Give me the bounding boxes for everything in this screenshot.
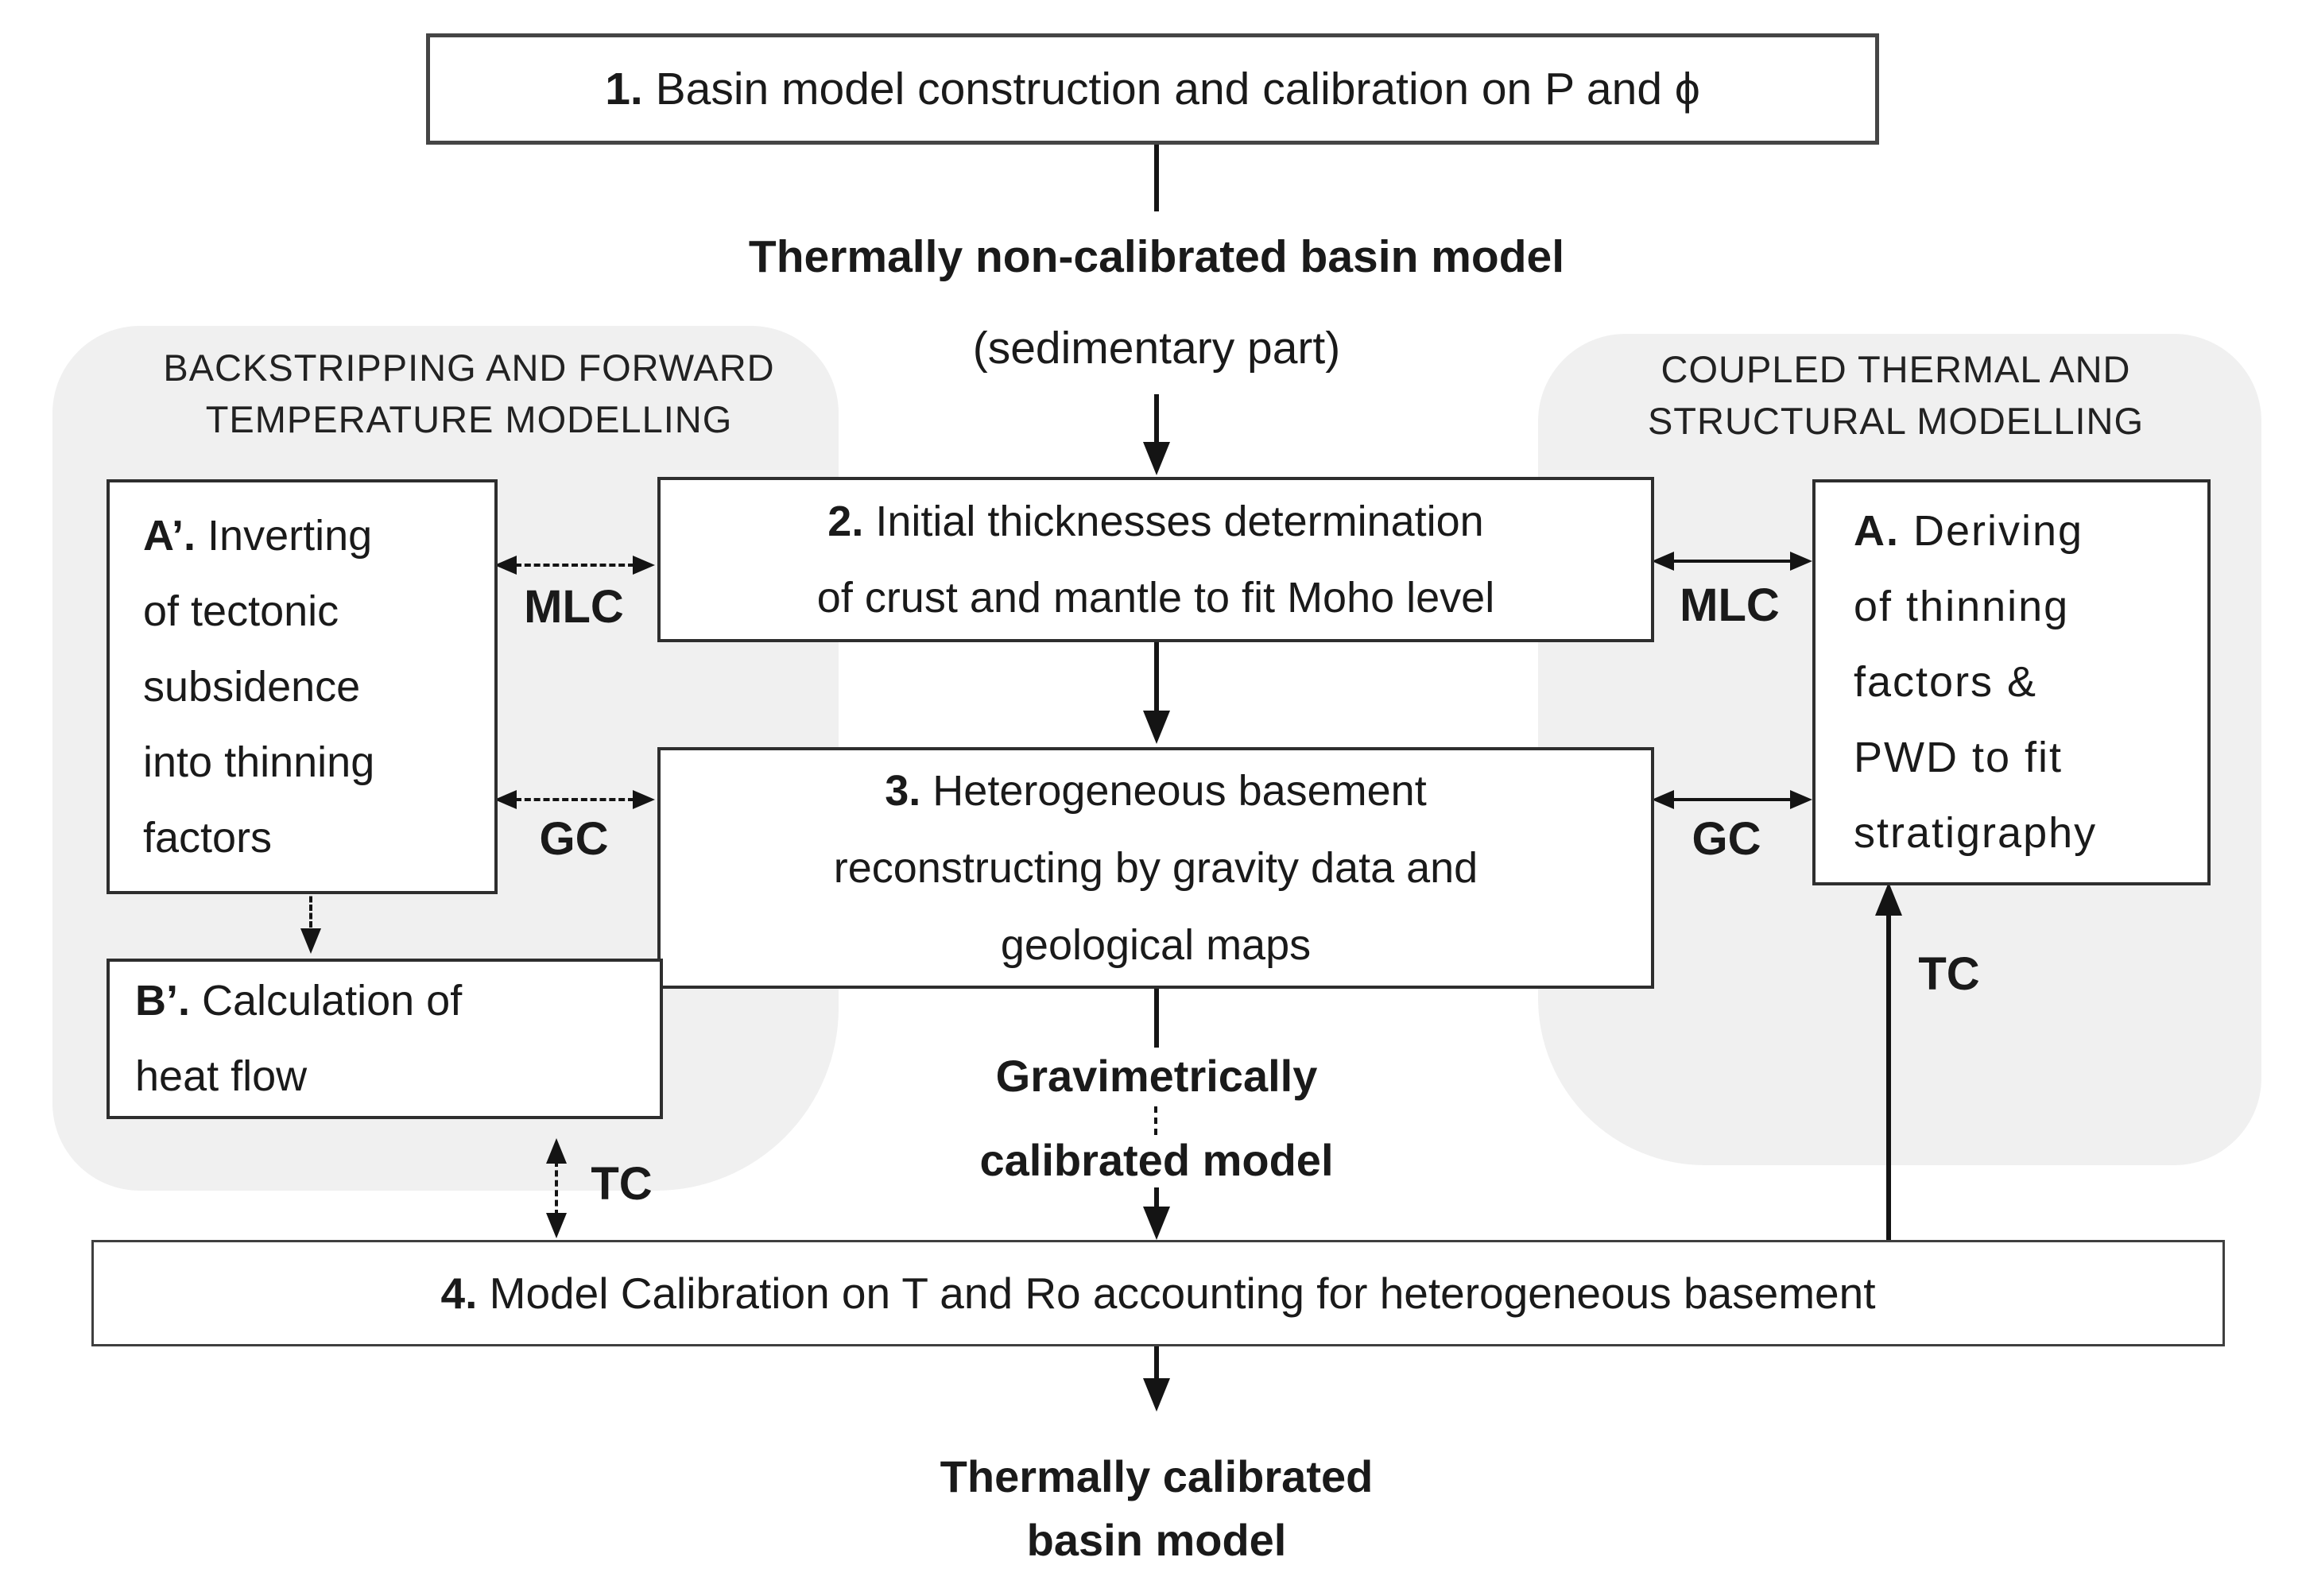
step4-box: 4. Model Calibration on T and Ro account… xyxy=(91,1240,2225,1346)
arrow-a1-to-b1-head xyxy=(300,928,321,954)
tc-right-arrow-line xyxy=(1886,911,1891,1240)
gc-left-arrow-head-right xyxy=(633,790,655,809)
step3-text: Heterogeneous basement reconstructing by… xyxy=(833,766,1478,969)
gc-right-arrow-line xyxy=(1671,798,1792,801)
flow-label-gravimetrically-line2: calibrated model xyxy=(971,1135,1342,1186)
gc-left-arrow-line xyxy=(515,798,634,801)
arrow-box1-to-box2-head xyxy=(1143,442,1170,475)
flow-label-gravimetrically-line1: Gravimetrically xyxy=(987,1051,1326,1102)
stepA1-box: A’. Inverting of tectonic subsidence int… xyxy=(107,479,498,894)
arrow-box2-to-box3-line xyxy=(1154,636,1159,712)
flow-label-gravimetrically-line1-wrap: Gravimetrically xyxy=(839,1051,1475,1102)
flow-label-noncalibrated: Thermally non-calibrated basin model (se… xyxy=(600,211,1713,394)
gc-right-arrow-head-left xyxy=(1652,790,1674,809)
mlc-label-left: MLC xyxy=(524,581,624,633)
gc-left-arrow-head-left xyxy=(494,790,517,809)
gc-label-right: GC xyxy=(1692,813,1761,865)
arrow-box3-to-box4-head xyxy=(1143,1207,1170,1240)
step3-number: 3. xyxy=(885,766,921,815)
mlc-right-arrow-line xyxy=(1671,560,1792,563)
stepB1-box: B’. Calculation of heat flow xyxy=(107,959,663,1119)
stepA-box: A. Deriving of thinning factors & PWD to… xyxy=(1812,479,2211,885)
tc-right-arrow-head xyxy=(1875,882,1902,916)
arrow-box3-to-box4-line-upper xyxy=(1154,982,1159,1048)
mlc-left-arrow-line xyxy=(515,564,634,567)
step1-text: Basin model construction and calibration… xyxy=(642,64,1700,114)
mlc-left-arrow-head-right xyxy=(633,556,655,575)
tc-left-arrow-head-down xyxy=(546,1213,567,1238)
backstripping-panel-title: BACKSTRIPPING AND FORWARD TEMPERATURE MO… xyxy=(163,347,775,440)
mlc-right-arrow-head-right xyxy=(1790,552,1812,571)
tc-left-arrow-line xyxy=(555,1160,558,1216)
stepA-text: Deriving of thinning factors & PWD to fi… xyxy=(1854,507,2098,857)
flow-label-gravimetrically-line2-wrap: calibrated model xyxy=(839,1135,1475,1186)
flow-label-noncalibrated-line1: Thermally non-calibrated basin model xyxy=(740,211,1573,303)
mlc-right-arrow-head-left xyxy=(1652,552,1674,571)
tc-label-right: TC xyxy=(1918,948,1980,1000)
step3-box: 3. Heterogeneous basement reconstructing… xyxy=(657,747,1654,989)
stepB1-number: B’. xyxy=(135,977,191,1025)
step2-text: Initial thicknesses determination of cru… xyxy=(816,498,1495,622)
step1-number: 1. xyxy=(605,64,643,114)
flow-label-thermally-calibrated-line1: Thermally calibrated xyxy=(932,1445,1382,1509)
stepB1-text: Calculation of heat flow xyxy=(135,977,463,1100)
flow-label-noncalibrated-line2: (sedimentary part) xyxy=(964,303,1349,394)
arrow-a1-to-b1-line xyxy=(309,888,312,928)
step2-number: 2. xyxy=(827,498,864,545)
step4-text: Model Calibration on T and Ro accounting… xyxy=(477,1269,1876,1318)
gc-right-arrow-head-right xyxy=(1790,790,1812,809)
gc-label-left: GC xyxy=(539,813,609,865)
step2-box: 2. Initial thicknesses determination of … xyxy=(657,477,1654,642)
mlc-label-right: MLC xyxy=(1680,579,1780,631)
flow-label-thermally-calibrated-line2: basin model xyxy=(1018,1509,1295,1572)
arrow-box3-to-box4-line-lower xyxy=(1154,1187,1159,1213)
arrow-box2-to-box3-head xyxy=(1143,711,1170,744)
tc-left-arrow-head-up xyxy=(546,1138,567,1164)
arrow-box4-to-result-head xyxy=(1143,1378,1170,1412)
arrow-box3-to-box4-dashed-segment xyxy=(1154,1106,1157,1135)
mlc-left-arrow-head-left xyxy=(494,556,517,575)
tc-label-left: TC xyxy=(591,1158,653,1210)
stepA1-text: Inverting of tectonic subsidence into th… xyxy=(143,511,375,862)
flow-label-thermally-calibrated: Thermally calibrated basin model xyxy=(759,1445,1554,1572)
step4-number: 4. xyxy=(440,1269,478,1318)
stepA1-number: A’. xyxy=(143,511,196,560)
arrow-box4-to-result-line xyxy=(1154,1342,1159,1381)
stepA-number: A. xyxy=(1854,507,1900,555)
coupled-panel-title: COUPLED THERMAL AND STRUCTURAL MODELLING xyxy=(1647,348,2145,442)
step1-box: 1. Basin model construction and calibrat… xyxy=(426,33,1879,145)
